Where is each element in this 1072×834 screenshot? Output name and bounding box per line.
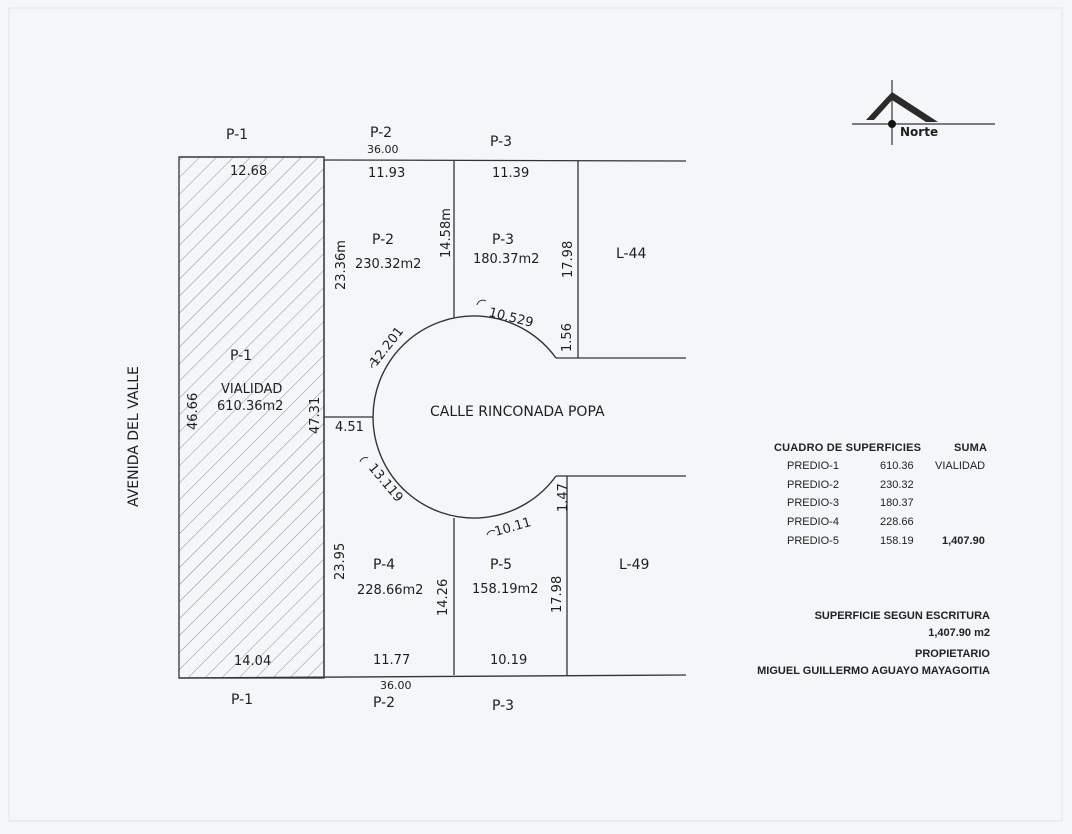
dim-cul-neck: 4.51 <box>335 420 364 435</box>
dim-p1-right: 47.31 <box>308 397 323 434</box>
dim-p5-bottom: 10.19 <box>490 653 527 668</box>
label-l44: L-44 <box>616 246 647 262</box>
lot-p4-name: P-4 <box>373 557 395 573</box>
table-row-value: 610.36 <box>880 460 914 472</box>
table-row-name: PREDIO-2 <box>787 479 839 491</box>
dim-p4-right: 14.26 <box>436 579 451 616</box>
dim-p2-top: 11.93 <box>368 166 405 181</box>
lot-p3-area: 180.37m2 <box>473 252 539 267</box>
dim-arc-c: 13.119 <box>365 461 406 505</box>
dim-p5-right: 17.98 <box>550 576 565 613</box>
label-top-p3: P-3 <box>490 134 512 150</box>
owner-label: PROPIETARIO <box>915 648 990 660</box>
dim-p2-right: 14.58m <box>439 208 454 258</box>
dim-p4-left: 23.95 <box>333 543 348 580</box>
table-row-value: 230.32 <box>880 479 914 491</box>
table-row-value: 228.66 <box>880 516 914 528</box>
lot-p4-area: 228.66m2 <box>357 583 423 598</box>
lot-p2-name: P-2 <box>372 232 394 248</box>
label-bottom-p2: P-2 <box>373 695 395 711</box>
table-title: CUADRO DE SUPERFICIES <box>774 442 922 454</box>
owner-name: MIGUEL GUILLERMO AGUAYO MAYAGOITIA <box>757 665 990 677</box>
label-top-p1: P-1 <box>226 127 248 143</box>
table-row-value: 158.19 <box>880 535 914 547</box>
table-row-name: PREDIO-3 <box>787 497 839 509</box>
arc-markers <box>359 299 496 536</box>
street-left-label: AVENIDA DEL VALLE <box>126 366 142 507</box>
lot-p3-name: P-3 <box>492 232 514 248</box>
table-row-name: PREDIO-1 <box>787 460 839 472</box>
lot-p5-area: 158.19m2 <box>472 582 538 597</box>
lot-p1-area: 610.36m2 <box>217 399 283 414</box>
label-l49: L-49 <box>619 557 649 573</box>
label-bottom-p1: P-1 <box>231 692 253 708</box>
dim-left-46: 46.66 <box>186 393 201 430</box>
dim-arc-d: 10.11 <box>493 515 533 540</box>
dim-p1-top: 12.68 <box>230 164 267 179</box>
table-row-name: PREDIO-5 <box>787 535 839 547</box>
lot-boundaries <box>178 156 687 679</box>
dim-p4-bottom: 11.77 <box>373 653 410 668</box>
table-row-name: PREDIO-4 <box>787 516 839 528</box>
dim-p3-top: 11.39 <box>492 166 529 181</box>
dim-bottom-total: 36.00 <box>380 679 412 692</box>
info-block: SUPERFICIE SEGUN ESCRITURA 1,407.90 m2 P… <box>740 610 990 680</box>
dim-p3-right: 17.98 <box>561 241 576 278</box>
surface-deed-value: 1,407.90 m2 <box>928 627 990 639</box>
lot-p2-area: 230.32m2 <box>355 257 421 272</box>
surfaces-table: CUADRO DE SUPERFICIES SUMA PREDIO-1 610.… <box>774 442 994 552</box>
dim-arc-b: 10.529 <box>487 305 535 331</box>
dim-p2-left: 23.36m <box>334 240 349 290</box>
north-label: Norte <box>900 125 938 139</box>
north-arrow-icon <box>852 80 995 145</box>
table-suma-header: SUMA <box>954 442 988 454</box>
label-bottom-p3: P-3 <box>492 698 514 714</box>
table-row-note: VIALIDAD <box>935 460 986 472</box>
sheet-border <box>8 7 1063 822</box>
lot-p5-name: P-5 <box>490 557 512 573</box>
dim-p1-bottom: 14.04 <box>234 654 271 669</box>
dim-top-total: 36.00 <box>367 143 399 156</box>
lot-p1-name: P-1 <box>230 348 252 364</box>
street-center-label: CALLE RINCONADA POPA <box>430 404 605 420</box>
dim-p5-step: 1.47 <box>556 483 571 512</box>
dim-p3-step: 1.56 <box>560 323 575 352</box>
table-total-value: 1,407.90 <box>942 535 985 547</box>
label-top-p2: P-2 <box>370 125 392 141</box>
table-row-value: 180.37 <box>880 497 914 509</box>
lot-p1-use: VIALIDAD <box>221 382 282 397</box>
surface-deed-label: SUPERFICIE SEGUN ESCRITURA <box>814 610 990 622</box>
